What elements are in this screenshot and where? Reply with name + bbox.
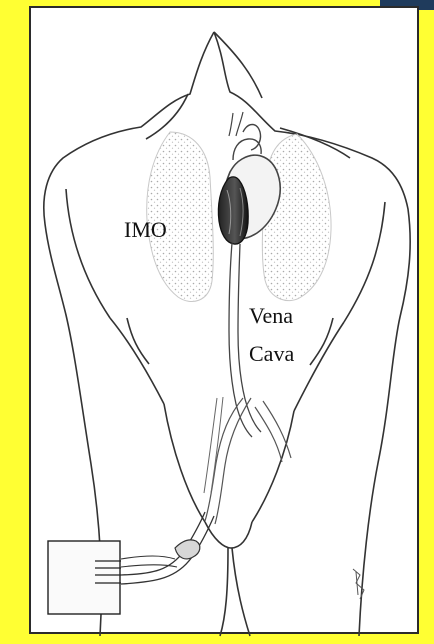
vena-label: Vena [249, 305, 293, 327]
cava-label: Cava [249, 343, 294, 365]
imo-device [218, 177, 248, 244]
external-lines [48, 512, 214, 614]
imo-label: IMO [124, 219, 167, 241]
